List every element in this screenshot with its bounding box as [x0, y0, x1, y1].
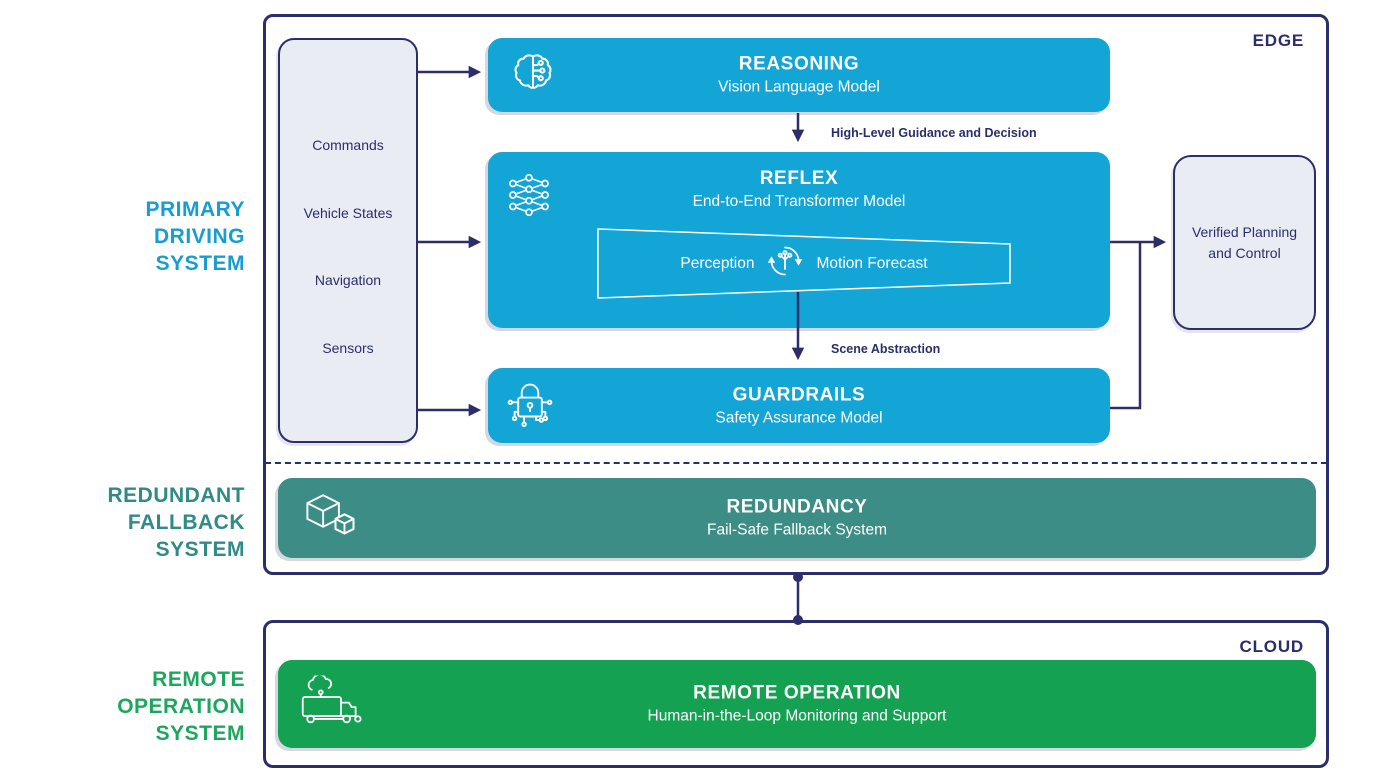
remote-operation-box: REMOTE OPERATION Human-in-the-Loop Monit…	[278, 660, 1316, 748]
side-label-line: SYSTEM	[155, 538, 245, 561]
reasoning-title: REASONING	[738, 53, 860, 75]
remote-operation-subtitle: Human-in-the-Loop Monitoring and Support	[647, 707, 947, 725]
perception-label: Perception	[680, 254, 755, 272]
side-label-line: FALLBACK	[127, 511, 245, 534]
brain-circuit-icon	[510, 52, 556, 99]
connected-truck-icon	[296, 673, 368, 733]
side-label-line: REDUNDANT	[107, 484, 245, 507]
fallback-divider	[265, 462, 1327, 464]
side-label-line: SYSTEM	[155, 722, 245, 745]
redundancy-box: REDUNDANCY Fail-Safe Fallback System	[278, 478, 1316, 558]
side-label-line: SYSTEM	[155, 252, 245, 275]
guardrails-box: GUARDRAILS Safety Assurance Model	[488, 368, 1110, 443]
reflex-box: REFLEX End-to-End Transformer Model Perc…	[488, 152, 1110, 328]
reasoning-subtitle: Vision Language Model	[718, 78, 880, 96]
side-label-line: PRIMARY	[145, 198, 245, 221]
input-item-navigation: Navigation	[314, 272, 382, 288]
motion-forecast-label: Motion Forecast	[816, 254, 928, 272]
side-label-line: DRIVING	[153, 225, 245, 248]
side-label-line: OPERATION	[117, 695, 245, 718]
guardrails-subtitle: Safety Assurance Model	[715, 409, 883, 426]
input-item-commands: Commands	[312, 137, 384, 153]
circuit-lock-icon	[504, 377, 556, 434]
scene-abstraction-label: Scene Abstraction	[831, 342, 941, 356]
neural-network-icon	[506, 172, 552, 223]
guardrails-title: GUARDRAILS	[732, 384, 866, 405]
pipeline-trapezoid	[597, 228, 1011, 299]
reflex-subtitle: End-to-End Transformer Model	[692, 193, 906, 210]
redundancy-subtitle: Fail-Safe Fallback System	[706, 521, 888, 539]
side-label-line: REMOTE	[152, 668, 245, 691]
cloud-panel-label: CLOUD	[1239, 637, 1304, 656]
verified-planning-box: Verified Planning and Control	[1173, 155, 1316, 330]
remote-operation-title: REMOTE OPERATION	[693, 682, 901, 704]
high-level-guidance-label: High-Level Guidance and Decision	[831, 126, 1037, 140]
pipeline-row: Perception Motion Forecast	[598, 228, 1010, 299]
inputs-box: Commands Vehicle States Navigation Senso…	[278, 38, 418, 443]
remote-operation-system-label: REMOTE OPERATION SYSTEM	[20, 666, 245, 747]
stacked-cubes-icon	[304, 492, 358, 545]
input-item-vehicle-states: Vehicle States	[303, 205, 393, 221]
input-item-sensors: Sensors	[322, 340, 374, 356]
primary-driving-system-label: PRIMARY DRIVING SYSTEM	[20, 196, 245, 277]
sync-circuit-icon	[767, 243, 803, 284]
edge-panel-label: EDGE	[1252, 31, 1304, 50]
redundant-fallback-system-label: REDUNDANT FALLBACK SYSTEM	[20, 482, 245, 563]
verified-planning-label: Verified Planning and Control	[1191, 223, 1298, 261]
reasoning-box: REASONING Vision Language Model	[488, 38, 1110, 112]
redundancy-title: REDUNDANCY	[726, 496, 868, 518]
reflex-title: REFLEX	[759, 168, 839, 189]
